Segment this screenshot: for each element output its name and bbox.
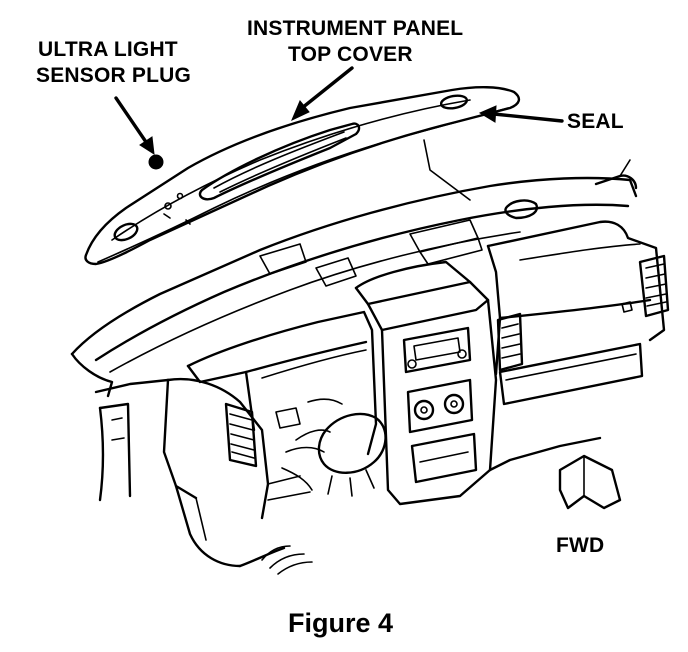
- arrow-to-top-cover: [291, 66, 354, 122]
- sensor-plug: [148, 154, 164, 170]
- figure-caption: Figure 4: [288, 608, 393, 638]
- label-ultra-light-sensor-plug: ULTRA LIGHT SENSOR PLUG: [36, 38, 191, 87]
- instrument-panel-top-cover: [84, 86, 521, 266]
- fwd-arrow-icon: [558, 454, 622, 510]
- label-instrument-panel-top-cover: INSTRUMENT PANEL TOP COVER: [247, 17, 463, 66]
- label-seal: SEAL: [567, 110, 624, 133]
- label-ultra-light-line2: SENSOR PLUG: [36, 64, 191, 87]
- label-instrument-panel-line1: INSTRUMENT PANEL: [247, 17, 463, 40]
- label-fwd: FWD: [556, 534, 604, 557]
- label-ultra-light-line1: ULTRA LIGHT: [38, 38, 178, 61]
- arrow-to-seal: [478, 105, 564, 123]
- arrow-to-sensor-plug: [114, 96, 155, 155]
- instrument-panel-body: [70, 139, 670, 575]
- label-instrument-panel-line2: TOP COVER: [288, 43, 413, 66]
